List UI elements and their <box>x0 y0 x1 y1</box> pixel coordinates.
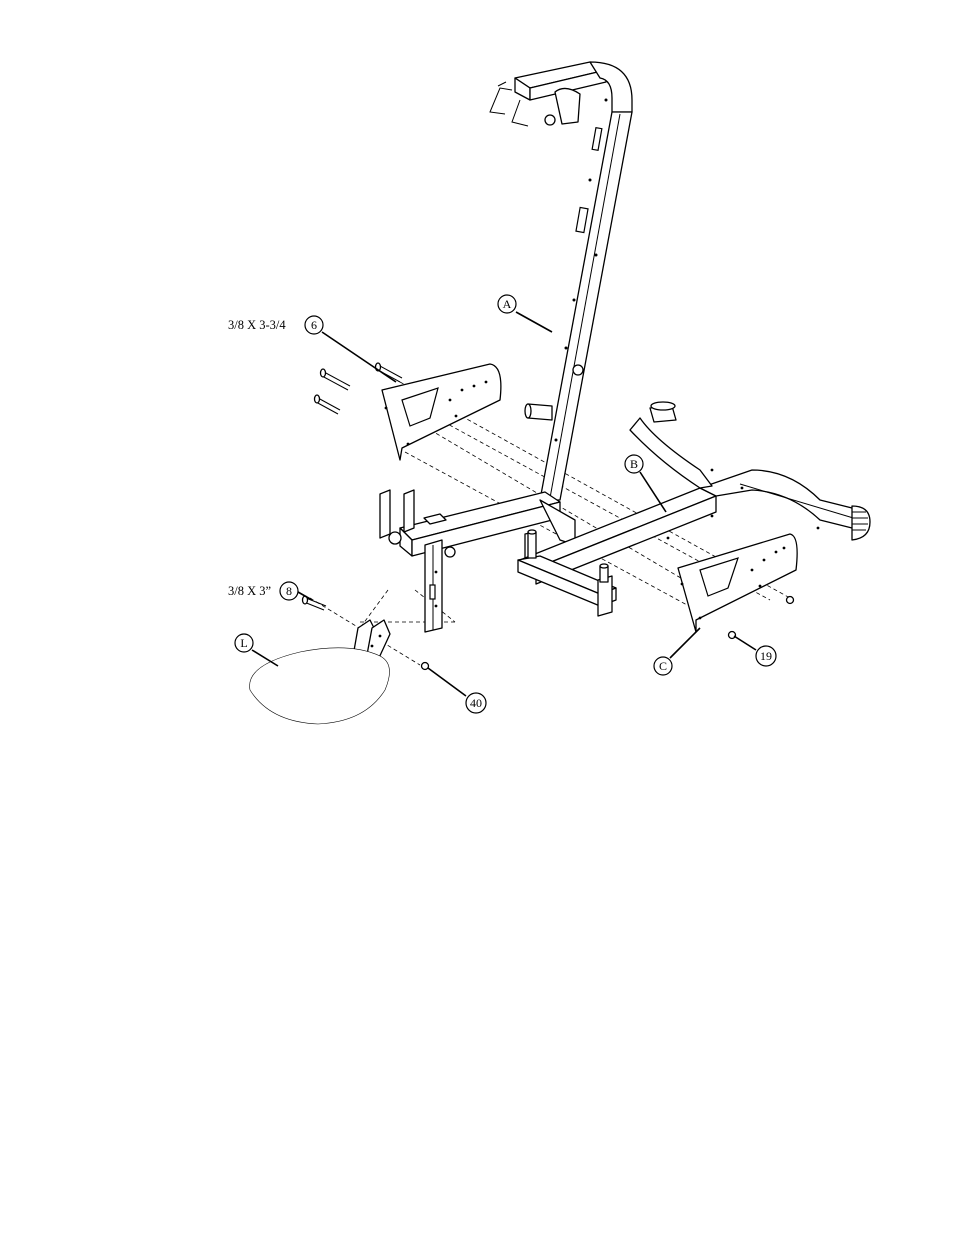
svg-text:19: 19 <box>760 649 772 663</box>
svg-text:A: A <box>503 297 512 311</box>
callout-a: A <box>498 295 516 313</box>
callout-40: 40 <box>466 693 486 713</box>
callout-19: 19 <box>756 646 776 666</box>
svg-text:8: 8 <box>286 584 292 598</box>
callout-l: L <box>235 634 253 652</box>
callout-8: 8 <box>280 582 298 600</box>
bolt-part-8 <box>303 596 327 610</box>
part-c-side-plate <box>678 534 797 632</box>
callout-c: C <box>654 657 672 675</box>
svg-text:L: L <box>240 636 247 650</box>
svg-text:6: 6 <box>311 318 317 332</box>
side-plate-left <box>382 364 501 460</box>
svg-text:C: C <box>659 659 667 673</box>
callout-b: B <box>625 455 643 473</box>
callout-6: 6 <box>305 316 323 334</box>
bolt-6-spec-label: 3/8 X 3-3/4 <box>228 318 286 332</box>
svg-text:40: 40 <box>470 696 482 710</box>
part-l-seat-pad <box>250 648 390 724</box>
bolt-8-spec-label: 3/8 X 3” <box>228 584 271 598</box>
svg-text:B: B <box>630 457 638 471</box>
